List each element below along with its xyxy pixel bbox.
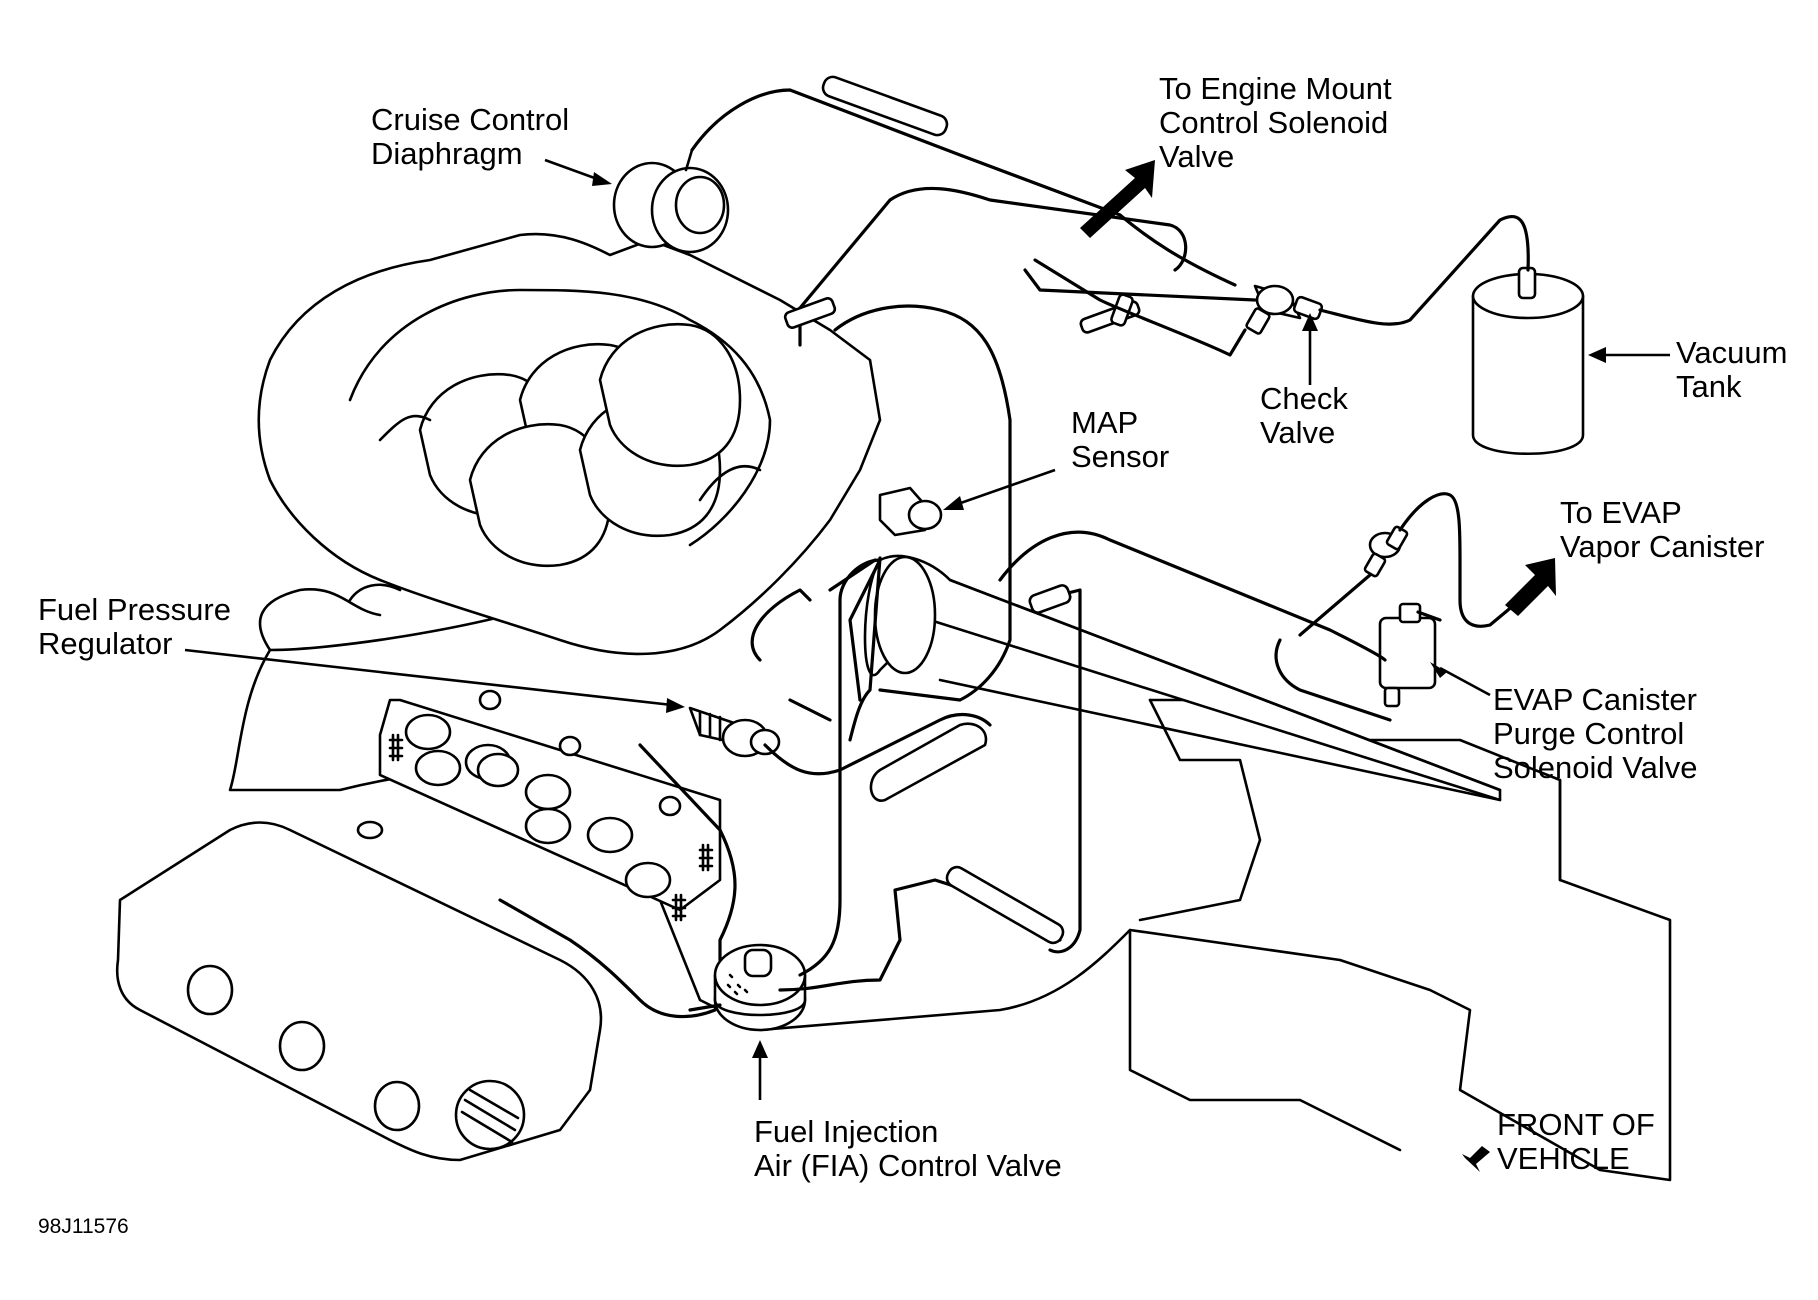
label-front-of-vehicle: FRONT OF VEHICLE (1497, 1107, 1655, 1176)
purge-hose (869, 722, 988, 802)
figure-code: 98J11576 (38, 1215, 129, 1238)
vacuum-hoses (498, 75, 1530, 1019)
evap-line-fitting (1363, 525, 1409, 578)
label-check-valve: Check Valve (1260, 381, 1348, 450)
label-to-engine-mount-control-solenoid-valve: To Engine Mount Control Solenoid Valve (1159, 71, 1392, 174)
vacuum-tank (1471, 266, 1585, 455)
fuel-pressure-regulator (688, 706, 781, 758)
label-map-sensor: MAP Sensor (1071, 405, 1170, 474)
cruise-control-diaphragm (612, 148, 730, 254)
studs (388, 733, 714, 922)
callout-arrows (184, 158, 1670, 1172)
label-fuel-pressure-regulator: Fuel Pressure Regulator (38, 592, 231, 661)
lower-intake-flange (356, 689, 722, 912)
map-sensor (878, 486, 943, 537)
label-fia-control-valve: Fuel Injection Air (FIA) Control Valve (754, 1114, 1062, 1183)
evap-purge-control-solenoid-valve (1378, 602, 1437, 708)
label-evap-canister-purge-control-solenoid-valve: EVAP Canister Purge Control Solenoid Val… (1493, 682, 1698, 785)
label-vacuum-tank: Vacuum Tank (1676, 335, 1788, 404)
label-cruise-control-diaphragm: Cruise Control Diaphragm (371, 102, 570, 171)
valve-cover (115, 821, 603, 1162)
throttle-body (863, 554, 1502, 802)
intake-manifold (257, 232, 882, 656)
fia-control-valve (713, 943, 807, 1032)
check-valve (1245, 284, 1324, 335)
label-to-evap-vapor-canister: To EVAP Vapor Canister (1560, 495, 1765, 564)
